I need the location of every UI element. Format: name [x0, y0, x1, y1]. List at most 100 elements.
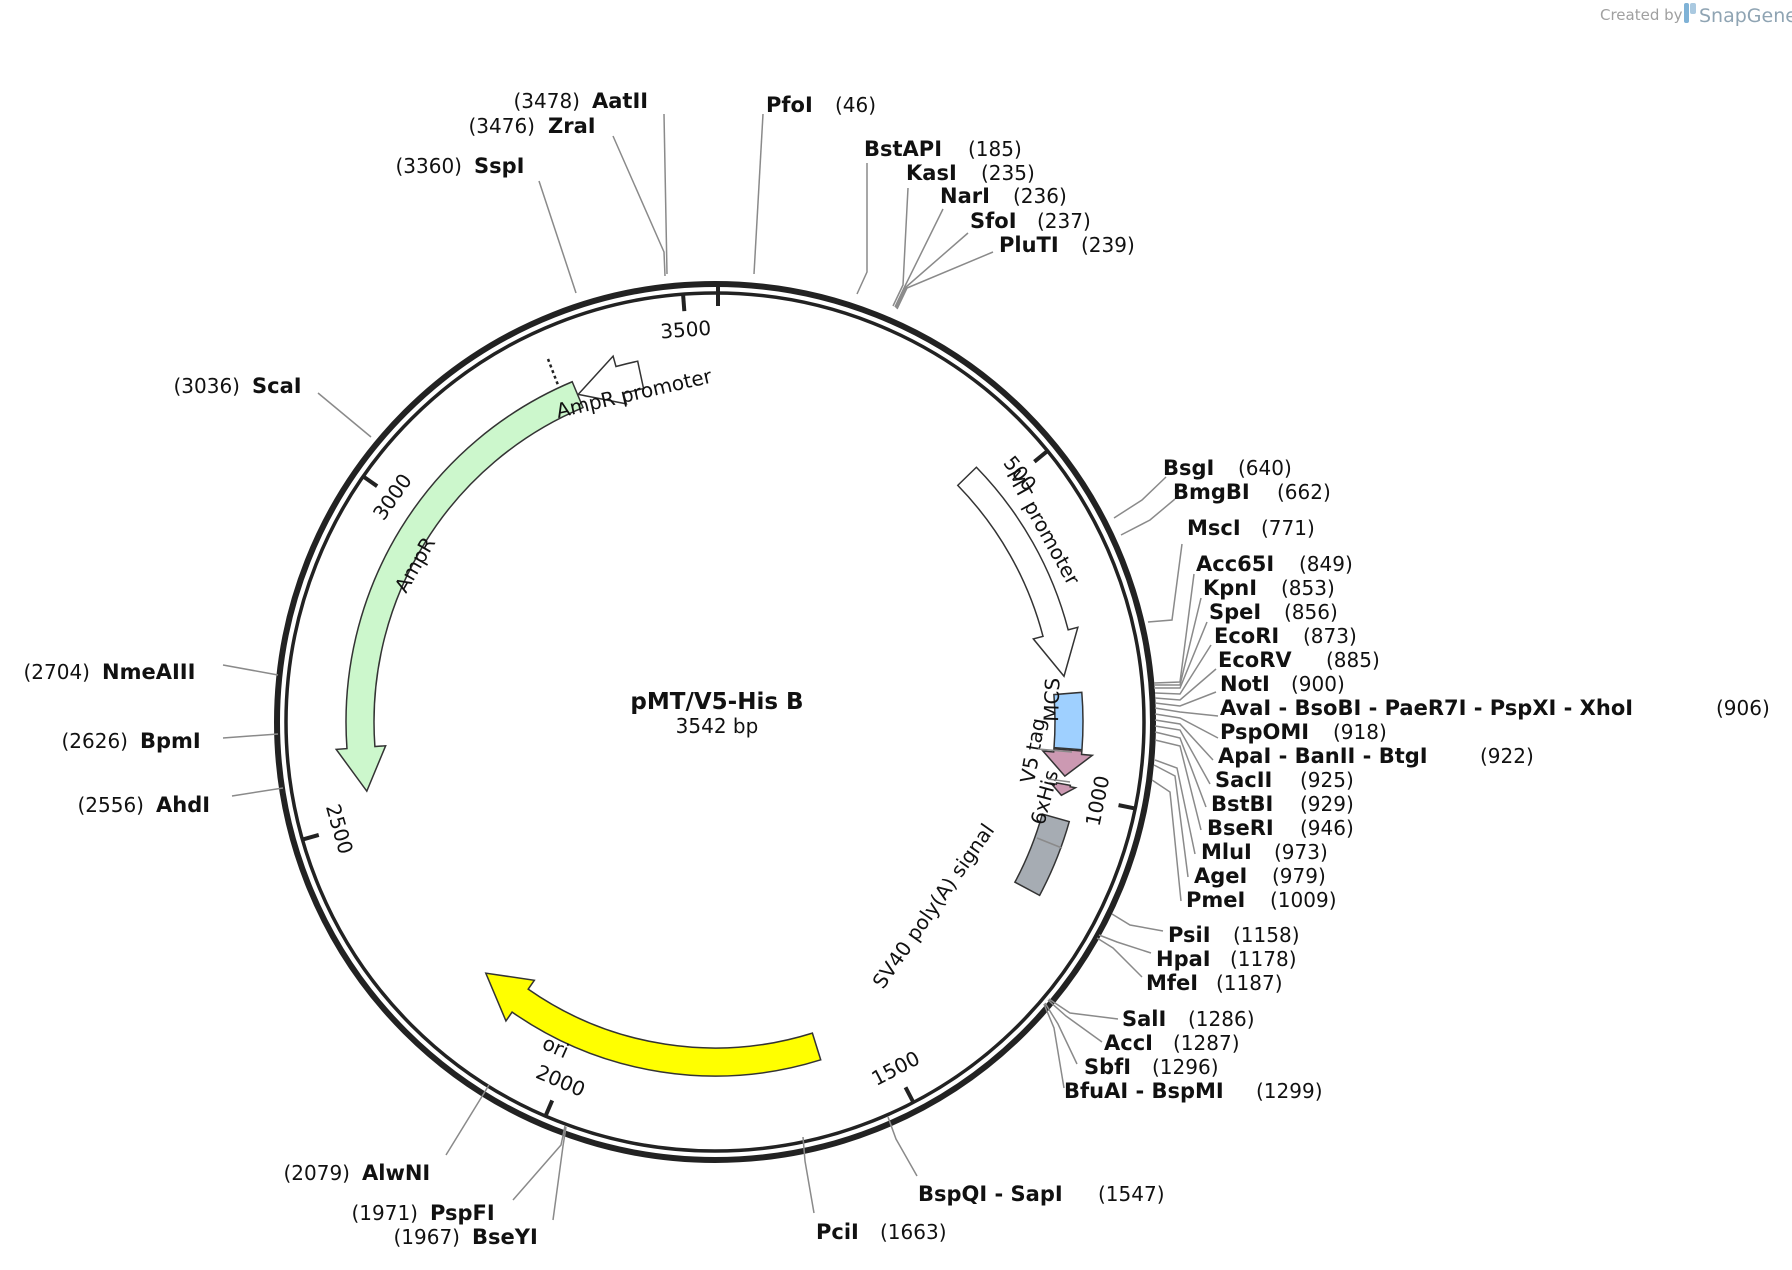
site-position: (185)	[968, 137, 1022, 161]
site-kpni[interactable]: KpnI(853)	[1203, 576, 1335, 600]
site-nmeaiii[interactable]: (2704)NmeAIII	[23, 660, 195, 684]
site-sbfi[interactable]: SbfI(1296)	[1084, 1055, 1219, 1079]
site-alwni[interactable]: (2079)AlwNI	[283, 1161, 430, 1185]
site-msci[interactable]: MscI(771)	[1187, 516, 1315, 540]
backbone-outer-ring	[274, 281, 1156, 1163]
site-bfuai-group[interactable]: BfuAI - BspMI (1299)	[1064, 1079, 1323, 1103]
site-apai-group[interactable]: ApaI - BanII - BtgI(922)	[1218, 744, 1534, 768]
site-bspqi-group[interactable]: BspQI - SapI(1547)	[918, 1182, 1165, 1206]
site-bseri[interactable]: BseRI(946)	[1207, 816, 1354, 840]
site-ecori[interactable]: EcoRI(873)	[1214, 624, 1357, 648]
leader-zrai	[612, 135, 666, 277]
site-name: MscI	[1187, 516, 1241, 540]
site-name: BpmI	[140, 729, 201, 753]
site-position: (1009)	[1270, 888, 1337, 912]
feature-mt-promoter[interactable]	[956, 466, 1079, 678]
site-position: (1967)	[393, 1225, 460, 1249]
leader-spei	[1154, 621, 1208, 689]
leader-sbfi	[1044, 1002, 1078, 1065]
site-sali[interactable]: SalI(1286)	[1122, 1007, 1255, 1031]
tick-2500: 2500	[302, 801, 358, 857]
site-position: (3036)	[173, 374, 240, 398]
site-position: (2704)	[23, 660, 90, 684]
feature-ori[interactable]	[484, 972, 822, 1077]
site-position: (1299)	[1256, 1079, 1323, 1103]
site-zrai[interactable]: (3476)ZraI	[468, 114, 595, 138]
feature-mcs[interactable]	[1053, 691, 1084, 751]
site-position: (1296)	[1152, 1055, 1219, 1079]
leader-nari	[894, 208, 944, 308]
site-position: (1178)	[1230, 947, 1297, 971]
site-ahdi[interactable]: (2556)AhdI	[77, 793, 210, 817]
site-aatii[interactable]: (3478)AatII	[513, 89, 648, 113]
leader-pcii	[802, 1136, 815, 1214]
site-psii[interactable]: PsiI(1158)	[1168, 923, 1300, 947]
site-sfoi[interactable]: SfoI(237)	[970, 209, 1091, 233]
site-bseyi[interactable]: (1967)BseYI	[393, 1225, 537, 1249]
site-bsgi[interactable]: BsgI(640)	[1163, 456, 1292, 480]
site-name: SpeI	[1209, 600, 1261, 624]
tick-label: 1500	[867, 1046, 923, 1091]
leader-bpmi	[222, 733, 279, 739]
site-sspi[interactable]: (3360)SspI	[395, 154, 524, 178]
site-position: (1287)	[1173, 1031, 1240, 1055]
leader-hpai	[1098, 934, 1152, 954]
site-nari[interactable]: NarI(236)	[940, 184, 1067, 208]
site-sacii[interactable]: SacII(925)	[1215, 768, 1354, 792]
site-position: (46)	[835, 93, 876, 117]
site-pfoi[interactable]: PfoI(46)	[766, 93, 876, 117]
site-pmei[interactable]: PmeI (1009)	[1186, 888, 1337, 912]
site-bstbi[interactable]: BstBI(929)	[1211, 792, 1354, 816]
site-bpmi[interactable]: (2626)BpmI	[61, 729, 200, 753]
site-name: MfeI	[1146, 971, 1198, 995]
site-agei[interactable]: AgeI(979)	[1194, 864, 1326, 888]
site-name: BseRI	[1207, 816, 1274, 840]
site-pspfi[interactable]: (1971)PspFI	[351, 1201, 494, 1225]
site-name: PmeI	[1186, 888, 1245, 912]
site-ecorv[interactable]: EcoRV(885)	[1218, 648, 1380, 672]
site-pspomi[interactable]: PspOMI(918)	[1220, 720, 1387, 744]
site-position: (3478)	[513, 89, 580, 113]
credit-brand: SnapGene	[1699, 5, 1792, 27]
feature-ampr[interactable]	[334, 380, 585, 793]
site-bmgbi[interactable]: BmgBI(662)	[1173, 480, 1331, 504]
leader-acci	[1047, 999, 1103, 1043]
site-acci[interactable]: AccI(1287)	[1104, 1031, 1240, 1055]
site-mlui[interactable]: MluI(973)	[1201, 840, 1328, 864]
leader-apai	[1154, 719, 1214, 761]
site-scai[interactable]: (3036)ScaI	[173, 374, 301, 398]
site-name: BfuAI - BspMI	[1064, 1079, 1224, 1103]
leader-kasi	[892, 187, 909, 307]
leader-bstapi	[856, 163, 868, 295]
site-name: SacII	[1215, 768, 1272, 792]
feature-6xhis[interactable]	[1049, 782, 1078, 797]
site-name: BstAPI	[864, 137, 942, 161]
tick-line	[1118, 803, 1135, 811]
site-position: (237)	[1037, 209, 1091, 233]
site-pcii[interactable]: PciI(1663)	[816, 1220, 947, 1244]
site-hpai[interactable]: HpaI(1178)	[1156, 947, 1297, 971]
site-mfei[interactable]: MfeI(1187)	[1146, 971, 1283, 995]
site-kasi[interactable]: KasI(235)	[906, 161, 1035, 185]
snapgene-credit[interactable]: Created by SnapGene	[1600, 3, 1792, 27]
feature-v5-tag[interactable]	[1041, 748, 1095, 778]
site-acc65i[interactable]: Acc65I(849)	[1196, 552, 1353, 576]
site-avai-group[interactable]: AvaI - BsoBI - PaeR7I - PspXI - XhoI(906…	[1220, 696, 1770, 720]
leader-sali	[1048, 998, 1119, 1020]
site-noti[interactable]: NotI(900)	[1220, 672, 1345, 696]
site-position: (1971)	[351, 1201, 418, 1225]
tick-label: 3500	[659, 316, 712, 344]
site-position: (849)	[1299, 552, 1353, 576]
site-bstapi[interactable]: BstAPI (185)	[864, 137, 1022, 161]
tick-3500: 3500	[659, 295, 712, 343]
site-name: AlwNI	[362, 1161, 430, 1185]
site-name: BmgBI	[1173, 480, 1250, 504]
site-pluti[interactable]: PluTI(239)	[999, 233, 1135, 257]
site-spei[interactable]: SpeI(856)	[1209, 600, 1338, 624]
leader-mlui	[1154, 759, 1196, 855]
site-position: (2556)	[77, 793, 144, 817]
leader-ecori	[1154, 644, 1212, 695]
feature-ampr-promoter[interactable]	[576, 354, 645, 405]
site-position: (900)	[1291, 672, 1345, 696]
